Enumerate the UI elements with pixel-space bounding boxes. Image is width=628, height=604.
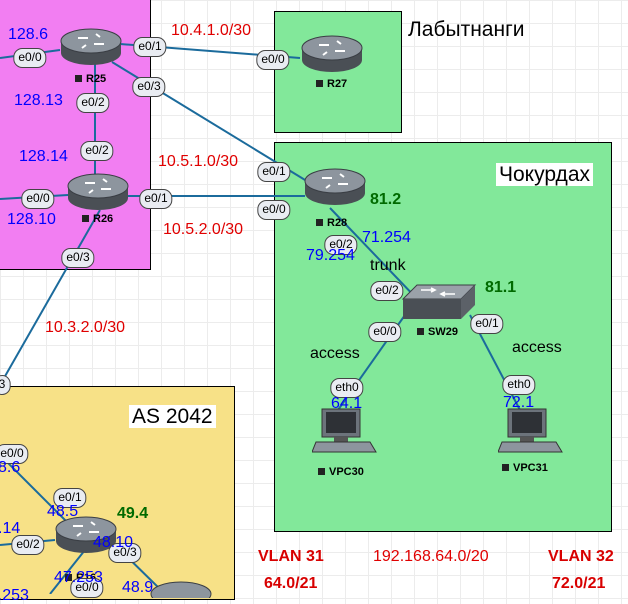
- port-r25-e0-3[interactable]: e0/3: [132, 77, 166, 97]
- ip-r16-bottom: 20.253: [0, 587, 29, 604]
- chokurdakh-title: Чокурдах: [496, 163, 593, 186]
- ip-r28-71-254: 71.254: [362, 229, 411, 246]
- switch-sw29[interactable]: [401, 283, 477, 328]
- ip-r26-128-10: 128.10: [7, 211, 56, 228]
- vlan31-net: 64.0/21: [264, 575, 318, 592]
- port-vpc30-eth0[interactable]: eth0: [330, 378, 364, 398]
- labytnangi-title: Лабытнанги: [408, 18, 525, 41]
- vlan32-net: 72.0/21: [552, 575, 606, 592]
- port-r16-e0-3[interactable]: e0/3: [108, 543, 142, 563]
- port-vpc31-eth0[interactable]: eth0: [502, 375, 536, 395]
- r27-label: R27: [316, 78, 347, 90]
- zone-labytnangi: [274, 11, 402, 133]
- ip-r16-14: .14: [0, 520, 21, 537]
- vpc31[interactable]: [497, 408, 564, 461]
- ip-r26-128-14: 128.14: [19, 148, 68, 165]
- port-r28-e0-2[interactable]: e0/2: [324, 235, 358, 255]
- ip-r28-81-2: 81.2: [370, 191, 402, 208]
- router-icon: [67, 173, 129, 210]
- port-r27-e0-0[interactable]: e0/0: [256, 50, 290, 70]
- port-r16-e0-1[interactable]: e0/1: [53, 488, 87, 508]
- ip-r16-49-4: 49.4: [117, 505, 149, 522]
- router-r16[interactable]: [55, 513, 117, 560]
- subnet-r25-r27: 10.4.1.0/30: [171, 22, 252, 39]
- router-r27[interactable]: [301, 32, 363, 79]
- ip-r16-47-253: 47.253: [54, 569, 103, 586]
- port-r16-e0-2[interactable]: e0/2: [11, 535, 45, 555]
- ip-sw29-81-1: 81.1: [485, 279, 517, 296]
- ip-r28-79-254: 79.254: [306, 247, 355, 264]
- vlan31-label: VLAN 31: [258, 548, 324, 565]
- access-left-label: access: [310, 345, 360, 362]
- trunk-label: trunk: [370, 257, 406, 274]
- port-sw29-e0-2[interactable]: e0/2: [370, 281, 404, 301]
- port-r25-e0-2[interactable]: e0/2: [76, 93, 110, 113]
- router-icon: [304, 168, 366, 205]
- port-r26-e0-2[interactable]: e0/2: [80, 141, 114, 161]
- router-r28[interactable]: [304, 165, 366, 212]
- subnet-r25-r28: 10.5.1.0/30: [158, 153, 239, 170]
- subnet-r26-r28: 10.5.2.0/30: [163, 221, 244, 238]
- vpc30-label: VPC30: [318, 466, 364, 478]
- port-r28-e0-1[interactable]: e0/1: [257, 162, 291, 182]
- sw29-label: SW29: [417, 326, 458, 338]
- access-right-label: access: [512, 339, 562, 356]
- router-icon: [55, 516, 117, 553]
- vlan-subnet: 192.168.64.0/20: [373, 548, 489, 565]
- ip-vpc31-72-1: 72.1: [503, 394, 535, 411]
- ip-r16-48-9: 48.9: [122, 579, 154, 596]
- r28-label: R28: [316, 217, 347, 229]
- pc-icon: [497, 408, 563, 453]
- link-r16-top: [0, 454, 76, 531]
- zone-chokurdakh: [274, 142, 612, 532]
- vpc31-label: VPC31: [502, 462, 548, 474]
- router-icon: [60, 28, 122, 65]
- r25-label: R25: [75, 73, 106, 85]
- ip-r16-48-5: 48.5: [47, 503, 79, 520]
- switch-icon: [401, 284, 477, 319]
- link-r26-south: [0, 209, 101, 386]
- port-r25-e0-0[interactable]: e0/0: [13, 48, 47, 68]
- port-sw29-e0-1[interactable]: e0/1: [470, 314, 504, 334]
- port-r26-e0-0[interactable]: e0/0: [21, 189, 55, 209]
- ip-r25-128-13: 128.13: [14, 92, 63, 109]
- port-r26-e0-3[interactable]: e0/3: [61, 248, 95, 268]
- as2042-title: AS 2042: [129, 405, 216, 428]
- port-r16-e0-0-top[interactable]: e0/0: [0, 444, 29, 464]
- link-r28-sw29: [329, 207, 421, 303]
- port-sw29-e0-0[interactable]: e0/0: [368, 322, 402, 342]
- router-r25[interactable]: [60, 25, 122, 72]
- ip-r16-8-6: 8.6: [0, 459, 21, 476]
- vlan32-label: VLAN 32: [548, 548, 614, 565]
- subnet-r26-south: 10.3.2.0/30: [45, 319, 126, 336]
- router-r26[interactable]: [67, 170, 129, 217]
- ip-r25-128-6: 128.6: [8, 26, 49, 43]
- router-icon: [150, 581, 212, 604]
- port-r25-e0-1[interactable]: e0/1: [133, 37, 167, 57]
- vpc30[interactable]: [311, 408, 378, 461]
- router-partial-bottom[interactable]: [150, 578, 212, 604]
- ip-r16-48-10: 48.10: [93, 534, 134, 551]
- port-r28-e0-0[interactable]: e0/0: [257, 200, 291, 220]
- link-r16-bottom: [49, 549, 86, 594]
- router-icon: [301, 35, 363, 72]
- ip-vpc30-64-1: 64.1: [331, 395, 363, 412]
- pc-icon: [311, 408, 377, 453]
- port-r26-e0-1[interactable]: e0/1: [139, 189, 173, 209]
- r26-label: R26: [82, 213, 113, 225]
